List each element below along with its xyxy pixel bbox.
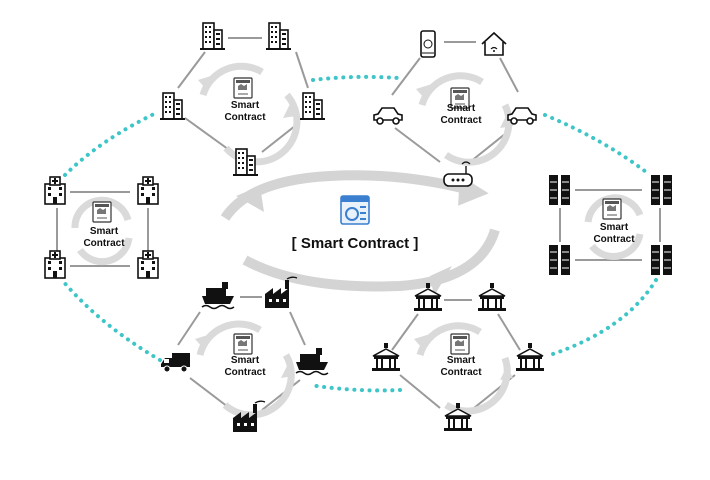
cluster-label-line1: Smart [90, 226, 119, 237]
link-government-logistics [308, 383, 402, 393]
cluster-label-line2: Contract [224, 367, 266, 378]
smart-home-icon [481, 32, 507, 56]
link-hospitals-buildings [63, 110, 160, 177]
inter-cluster-links [60, 74, 658, 393]
cluster-logistics: Smart Contract [160, 276, 329, 433]
cluster-label-line2: Contract [224, 112, 266, 123]
cluster-label-line1: Smart [600, 222, 629, 233]
building-icon [159, 92, 186, 120]
link-home-servers [543, 113, 652, 177]
cargo-ship-icon [295, 347, 329, 376]
server-icon [650, 174, 673, 206]
hospital-icon [137, 250, 159, 279]
cluster-label-line2: Contract [440, 115, 482, 126]
connected-car-icon [507, 107, 537, 125]
cluster-label-line1: Smart [447, 103, 476, 114]
government-building-icon [477, 282, 507, 312]
hospital-icon [44, 250, 66, 279]
central-cycle-arrows [220, 170, 500, 296]
government-building-icon [515, 342, 545, 372]
electric-car-icon [373, 107, 403, 125]
cluster-smart-home: Smart Contract [373, 30, 537, 187]
central-contract-icon [340, 195, 370, 225]
cluster-government: Smart Contract [371, 282, 545, 432]
cluster-label-line1: Smart [231, 355, 260, 366]
link-servers-government [548, 278, 658, 357]
smartphone-icon [420, 30, 436, 58]
server-icon [548, 174, 571, 206]
server-icon [548, 244, 571, 276]
building-icon [232, 148, 259, 176]
delivery-truck-icon [160, 352, 191, 373]
cluster-office-buildings: Smart Contract [159, 22, 326, 176]
hospital-icon [44, 176, 66, 205]
building-icon [199, 22, 226, 50]
building-icon [265, 22, 292, 50]
link-buildings-home [311, 74, 400, 82]
cluster-label-line2: Contract [440, 367, 482, 378]
cargo-ship-icon [201, 281, 235, 310]
server-icon [650, 244, 673, 276]
cluster-label-line1: Smart [231, 100, 260, 111]
hospital-icon [137, 176, 159, 205]
cluster-label-line1: Smart [447, 355, 476, 366]
central-label: [ Smart Contract ] [292, 235, 419, 252]
government-building-icon [371, 342, 401, 372]
cluster-hospitals: Smart Contract [44, 176, 159, 279]
cluster-servers: Smart Contract [548, 174, 673, 276]
building-icon [299, 92, 326, 120]
cluster-label-line2: Contract [83, 238, 125, 249]
link-logistics-hospitals [60, 278, 162, 362]
cluster-label-line2: Contract [593, 234, 635, 245]
